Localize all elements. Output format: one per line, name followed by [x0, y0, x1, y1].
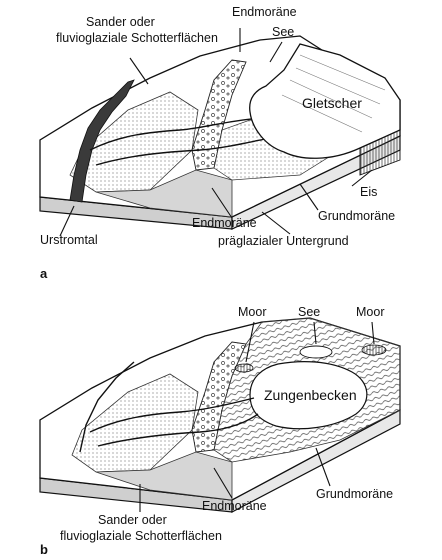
panel-a-label-grundmoraene: Grundmoräne [318, 209, 395, 223]
panel-b-channel-2 [89, 397, 255, 433]
panel-b-label-endmoraene: Endmoräne [202, 499, 267, 513]
panel-a-endmoraine-ridge [191, 59, 247, 171]
panel-a-leader-sander [129, 57, 149, 85]
panel-a-leader-eis [351, 169, 373, 187]
panel-a-label-sander-1: Sander oder [86, 15, 155, 29]
panel-a: Sander oder fluvioglaziale Schotterfläch… [39, 5, 401, 281]
panel-a-glacier [249, 43, 401, 159]
panel-b-leader-endmoraene [213, 467, 233, 499]
panel-b-label-see: See [298, 305, 320, 319]
panel-a-label-praeglazial: präglazialer Untergrund [218, 234, 349, 248]
panel-a-leader-grundmoraene [299, 183, 319, 211]
panel-b-zungenbecken [249, 361, 368, 430]
panel-b-leader-moor-left [245, 321, 255, 363]
panel-a-label-urstromtal: Urstromtal [40, 233, 98, 247]
panel-a-letter: a [40, 266, 48, 281]
panel-a-label-see: See [272, 25, 294, 39]
panel-b-leader-moor-right [371, 321, 375, 345]
panel-b-channel-3 [97, 413, 259, 447]
panel-b-channel-1 [79, 361, 135, 453]
panel-b-label-sander-1: Sander oder [98, 513, 167, 527]
panel-b-leader-grundmoraene [315, 447, 331, 487]
panel-b-label-moor-right: Moor [356, 305, 384, 319]
panel-a-label-sander-2: fluvioglaziale Schotterflächen [56, 31, 218, 45]
panel-b-letter: b [40, 542, 48, 557]
panel-a-meltwater-stream-1 [89, 117, 263, 151]
panel-a-leader-endmoraene-bottom [211, 187, 233, 219]
panel-a-label-gletscher: Gletscher [302, 95, 362, 111]
panel-b-label-moor-left: Moor [238, 305, 266, 319]
panel-a-leader-see [269, 41, 283, 63]
panel-b-label-grundmoraene: Grundmoräne [316, 487, 393, 501]
panel-a-glacier-flow-lines [281, 54, 386, 133]
panel-a-label-endmoraene-top: Endmoräne [232, 5, 297, 19]
panel-b-label-sander-2: fluvioglaziale Schotterflächen [60, 529, 222, 543]
panel-b: Moor See Moor Zungenbecken Grundmoräne E… [39, 305, 401, 557]
panel-a-ice-cliff [359, 129, 401, 176]
panel-a-meltwater-stream-2 [95, 137, 271, 166]
panel-a-leader-urstromtal [59, 205, 75, 237]
panel-b-moor-left [234, 363, 254, 373]
panel-b-moor-right [361, 344, 387, 356]
panel-b-see-lake [299, 345, 333, 359]
panel-a-leader-praeglazial [261, 211, 291, 235]
panel-a-urstromtal-river [69, 79, 135, 203]
panel-b-leader-see [313, 321, 317, 345]
panel-a-label-endmoraene-bottom: Endmoräne [192, 216, 257, 230]
panel-b-label-zungenbecken: Zungenbecken [264, 387, 357, 403]
panel-a-label-eis: Eis [360, 185, 377, 199]
